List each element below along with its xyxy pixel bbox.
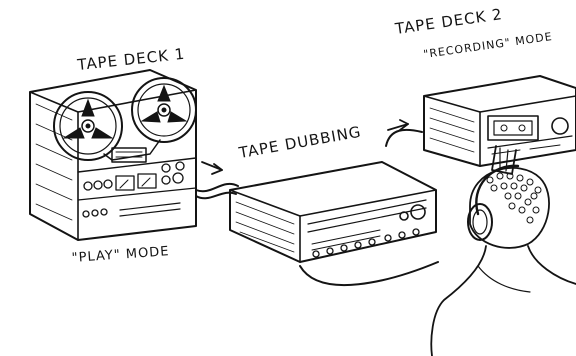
deck1-title: TAPE DECK 1 (76, 45, 186, 74)
deck1-mode: "PLAY" MODE (71, 244, 170, 266)
right-reel-icon (132, 78, 196, 142)
arrow-2-icon (388, 120, 408, 130)
arrow-1-icon (202, 162, 222, 174)
deck2-title: TAPE DECK 2 (393, 5, 504, 38)
tape-deck-1 (30, 70, 196, 240)
cables (196, 130, 438, 285)
hair (487, 173, 541, 223)
listener (431, 146, 576, 356)
deck2-mode: "RECORDING" MODE (423, 30, 554, 61)
amplifier (230, 162, 436, 262)
dubbing-label: TAPE DUBBING (237, 123, 363, 162)
